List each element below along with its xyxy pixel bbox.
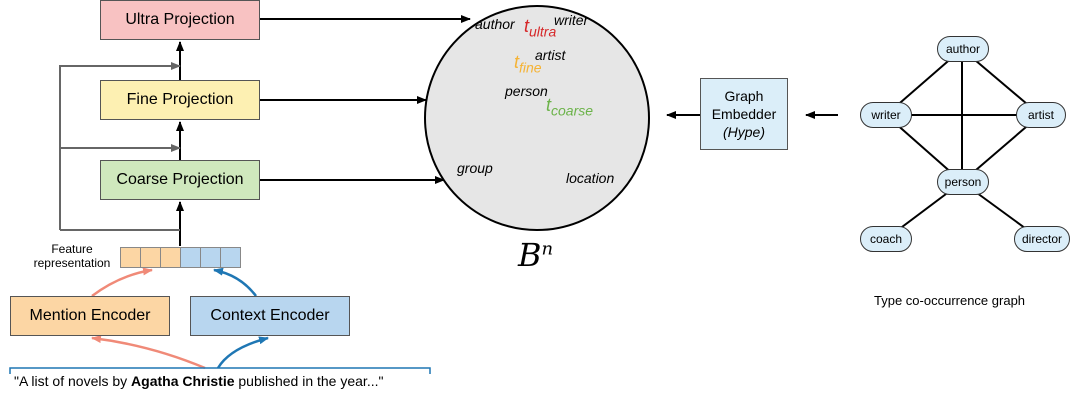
arrow-mention-to-feature: [91, 267, 153, 298]
t-fine-marker: tfine: [514, 52, 542, 76]
sentence-bracket: [9, 367, 431, 374]
feature-cell-mention-1: [120, 247, 141, 268]
feature-cell-mention-2: [140, 247, 161, 268]
graph-node-author: author: [937, 36, 989, 62]
feature-cell-mention-3: [160, 247, 181, 268]
ultra-projection-box: Ultra Projection: [100, 0, 260, 40]
arrow-sentence-to-mention: [91, 335, 206, 370]
ball-label-author: author: [475, 16, 515, 32]
t-coarse-marker: tcoarse: [546, 95, 593, 119]
ball-caption-sup: n: [541, 238, 554, 260]
skip-connection-outer: [59, 62, 181, 230]
feature-cell-context-2: [200, 247, 221, 268]
ball-caption-main: B: [518, 236, 542, 274]
ball-label-person: person: [505, 83, 548, 99]
context-encoder-box: Context Encoder: [190, 296, 350, 336]
ball-label-writer: writer: [554, 12, 589, 28]
graph-node-coach: coach: [860, 226, 912, 252]
embedder-line3: (Hype): [722, 124, 765, 140]
ball-caption: Bn: [518, 236, 553, 274]
t-fine-symbol: t: [514, 52, 520, 72]
arrow-sentence-to-context: [216, 336, 269, 369]
embedder-line2: Embedder: [711, 106, 777, 122]
graph-node-person: person: [937, 169, 989, 195]
graph-node-writer: writer: [860, 102, 912, 128]
sentence-prefix: "A list of novels by: [14, 373, 132, 389]
feature-cell-context-1: [180, 247, 201, 268]
t-coarse-subscript: coarse: [551, 102, 594, 119]
t-ultra-symbol: t: [524, 16, 530, 36]
t-ultra-subscript: ultra: [529, 23, 557, 40]
poincare-ball: [424, 5, 650, 231]
fine-projection-box: Fine Projection: [100, 80, 260, 120]
feature-label-line2: representation: [33, 256, 111, 270]
feature-representation-label: Feature representation: [26, 242, 118, 270]
graph-caption: Type co-occurrence graph: [874, 293, 1026, 308]
sentence-mention: Agatha Christie: [131, 373, 235, 389]
feature-cell-context-3: [220, 247, 241, 268]
arrow-context-to-feature: [213, 267, 257, 297]
t-ultra-marker: tultra: [524, 16, 556, 40]
ball-label-artist: artist: [535, 47, 566, 63]
sentence-suffix: published in the year...": [234, 373, 384, 389]
mention-encoder-box: Mention Encoder: [10, 296, 170, 336]
graph-edges: [885, 48, 1041, 240]
graph-embedder-box: Graph Embedder (Hype): [700, 78, 788, 150]
t-coarse-symbol: t: [546, 95, 552, 115]
coarse-projection-box: Coarse Projection: [100, 160, 260, 200]
input-sentence: "A list of novels by Agatha Christie pub…: [14, 373, 383, 389]
ball-label-location: location: [566, 170, 615, 186]
t-fine-subscript: fine: [519, 59, 542, 76]
embedder-line1: Graph: [724, 88, 764, 104]
graph-node-director: director: [1014, 226, 1070, 252]
ball-label-group: group: [457, 160, 493, 176]
graph-node-artist: artist: [1016, 102, 1066, 128]
feature-label-line1: Feature: [51, 242, 93, 256]
